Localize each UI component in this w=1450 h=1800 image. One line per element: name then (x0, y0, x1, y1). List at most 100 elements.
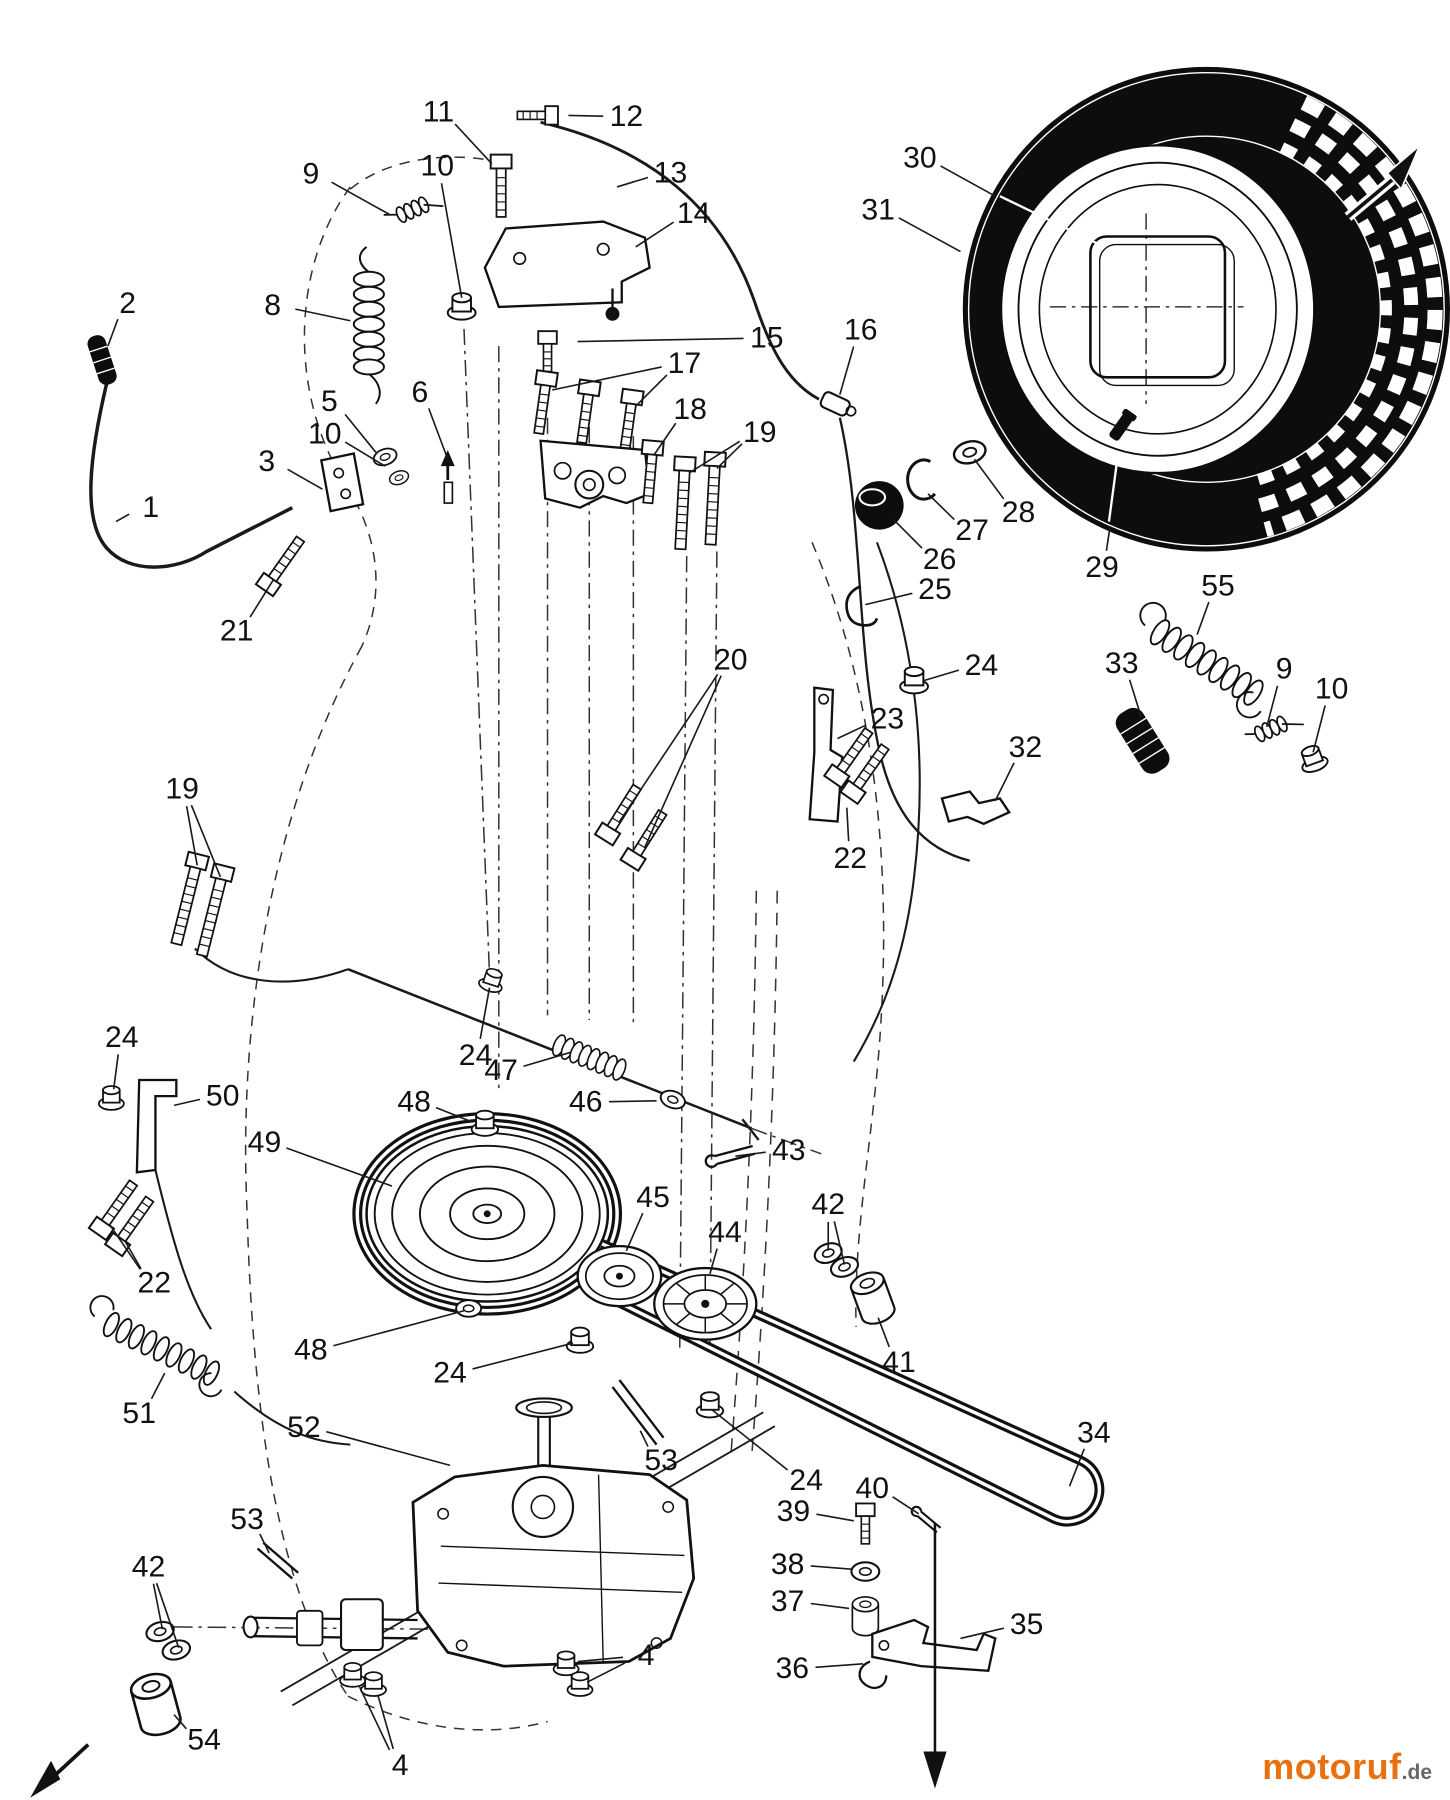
valve-stem (1109, 408, 1137, 441)
leader-line (150, 1372, 166, 1400)
leader-line (1128, 679, 1143, 718)
part-number-label: 42 (811, 1188, 845, 1221)
leader-line (109, 1224, 141, 1270)
leader-line (815, 1663, 864, 1669)
spacer-37-icon (851, 1596, 880, 1637)
part-number-label: 10 (1315, 672, 1349, 705)
leader-line (155, 1582, 180, 1648)
part-number-label: 40 (856, 1472, 890, 1505)
transaxle-housing-52 (411, 1463, 696, 1668)
part-number-label: 24 (459, 1039, 493, 1072)
part-number-label: 33 (1105, 647, 1139, 680)
flange-nut-24c-icon (97, 1085, 125, 1111)
nut-48a-icon (470, 1109, 500, 1137)
part-number-label: 12 (610, 100, 644, 133)
cable-spring-9b-icon (1244, 715, 1304, 743)
engine-bracket-assembly (446, 105, 990, 627)
lever-32 (940, 790, 1011, 826)
leader-line (833, 1221, 846, 1265)
flange-nut-10b-icon (1295, 741, 1331, 776)
cable-sweep (852, 541, 921, 1063)
bolt-17a-icon (527, 369, 559, 436)
bolt-17b-icon (570, 378, 602, 446)
washer-42c-icon (143, 1617, 177, 1646)
leader-line (735, 1151, 766, 1157)
leader-line (688, 440, 741, 474)
leader-line (287, 468, 323, 490)
part-number-label: 53 (230, 1503, 264, 1536)
rear-wheel-tire (962, 66, 1450, 552)
leader-line (107, 318, 119, 347)
leader-line (635, 221, 675, 248)
leader-line (892, 518, 923, 549)
brake-linkage-parts (594, 601, 1331, 872)
leader-extension-30 (999, 195, 1101, 246)
leader-line (635, 374, 668, 407)
construction-lines (173, 156, 885, 1731)
nut-4b-icon (360, 1671, 387, 1697)
bolt-20a-icon (594, 780, 647, 847)
leader-line (344, 441, 386, 467)
leader-line (837, 724, 867, 740)
leader-line (259, 1533, 270, 1554)
leader-line (625, 1212, 644, 1252)
watermark-brand[interactable]: motoruf (1262, 1746, 1402, 1787)
leader-line (173, 1098, 201, 1107)
leader-line (653, 422, 677, 456)
leader-line (586, 1662, 626, 1684)
part-number-label: 50 (206, 1080, 240, 1113)
leader-line (940, 165, 996, 197)
washer-46-icon (657, 1086, 689, 1113)
pulley-stack (365, 1109, 899, 1419)
idler-pulley-45 (576, 1244, 663, 1308)
leader-line (616, 176, 649, 188)
part-number-label: 8 (264, 289, 281, 322)
leader-line (377, 1695, 395, 1750)
leader-line (865, 592, 913, 606)
arrow-down-icon (923, 1523, 947, 1789)
bolt-11-icon (489, 153, 513, 218)
leader-line (152, 1583, 164, 1630)
leader-line (810, 1602, 850, 1610)
part-number-label: 24 (105, 1021, 139, 1054)
washer-48b-icon (455, 1299, 483, 1318)
leader-line (568, 114, 604, 117)
leader-line (839, 346, 855, 395)
part-number-label: 29 (1085, 551, 1119, 584)
leader-line (892, 1496, 920, 1515)
leader-line (927, 493, 955, 521)
part-number-label: 3 (258, 445, 275, 478)
clutch-linkage-parts (87, 196, 455, 598)
part-number-label: 4 (392, 1749, 409, 1782)
part-number-label: 4 (638, 1639, 655, 1672)
part-number-label: 23 (871, 702, 905, 735)
part-number-label: 20 (714, 644, 748, 677)
shift-rod-53a (611, 1379, 665, 1446)
part-number-label: 53 (644, 1444, 678, 1477)
leader-line (358, 1686, 391, 1751)
axle-shaft (242, 1598, 418, 1652)
bolt-12-icon (516, 105, 559, 126)
hook-pin-25 (845, 584, 879, 627)
cotter-pin-43-icon (704, 1144, 756, 1169)
part-number-label: 9 (302, 158, 319, 191)
leader-line (190, 804, 222, 878)
leader-line (344, 413, 377, 453)
leader-line (1196, 601, 1210, 635)
bolt-20b-icon (619, 805, 673, 872)
part-number-label: 55 (1201, 570, 1235, 603)
leader-line (185, 806, 198, 866)
leader-line (845, 807, 850, 842)
arrow-bottom-left-icon (30, 1743, 90, 1798)
leader-line (644, 675, 722, 848)
part-number-label: 28 (1002, 496, 1036, 529)
leader-line (1068, 1448, 1086, 1487)
part-number-label: 39 (777, 1495, 811, 1528)
handle-grip-2 (87, 335, 117, 385)
spring-47-icon (551, 1034, 627, 1081)
leader-line (877, 1317, 891, 1348)
leader-line (249, 578, 275, 618)
input-pulley (515, 1397, 573, 1470)
watermark[interactable]: motoruf.de (1262, 1746, 1432, 1788)
